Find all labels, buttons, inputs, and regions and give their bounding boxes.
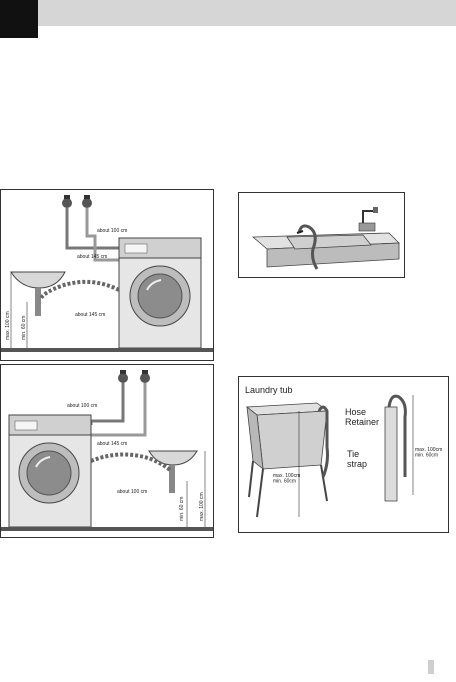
- label-drain-hose: about 100 cm: [117, 489, 147, 495]
- header-bar: [0, 0, 456, 26]
- laundry-tub: [245, 402, 329, 518]
- label-height-max: max. 100 cm: [5, 311, 11, 340]
- figure-top-right: [238, 192, 405, 278]
- label-hose-mid: about 145 cm: [77, 254, 107, 260]
- standpipe: [384, 394, 407, 502]
- sink: [10, 271, 66, 316]
- washing-machine: [118, 237, 202, 349]
- washing-machine: [8, 414, 92, 528]
- figure-bottom-left: about 100 cm about 145 cm about 100 cm m…: [0, 364, 214, 538]
- label-laundry-tub: Laundry tub: [245, 385, 293, 395]
- section-tab: [0, 0, 38, 38]
- label-drain-hose: about 145 cm: [75, 312, 105, 318]
- figure-top-left: about 100 cm about 145 cm about 145 cm m…: [0, 189, 214, 361]
- tap-icon: [118, 370, 150, 383]
- sink: [148, 450, 198, 493]
- label-height-min: min. 60 cm: [21, 316, 27, 340]
- label-height-max: max. 100 cm: [199, 492, 205, 521]
- label-hose-top: about 100 cm: [97, 228, 127, 234]
- label-height-min: min. 60 cm: [179, 497, 185, 521]
- page-edge-marker: [428, 660, 434, 674]
- tap-icon: [62, 195, 92, 208]
- label-hose-top: about 100 cm: [67, 403, 97, 409]
- faucet-icon: [358, 207, 378, 232]
- label-hose-mid: about 145 cm: [97, 441, 127, 447]
